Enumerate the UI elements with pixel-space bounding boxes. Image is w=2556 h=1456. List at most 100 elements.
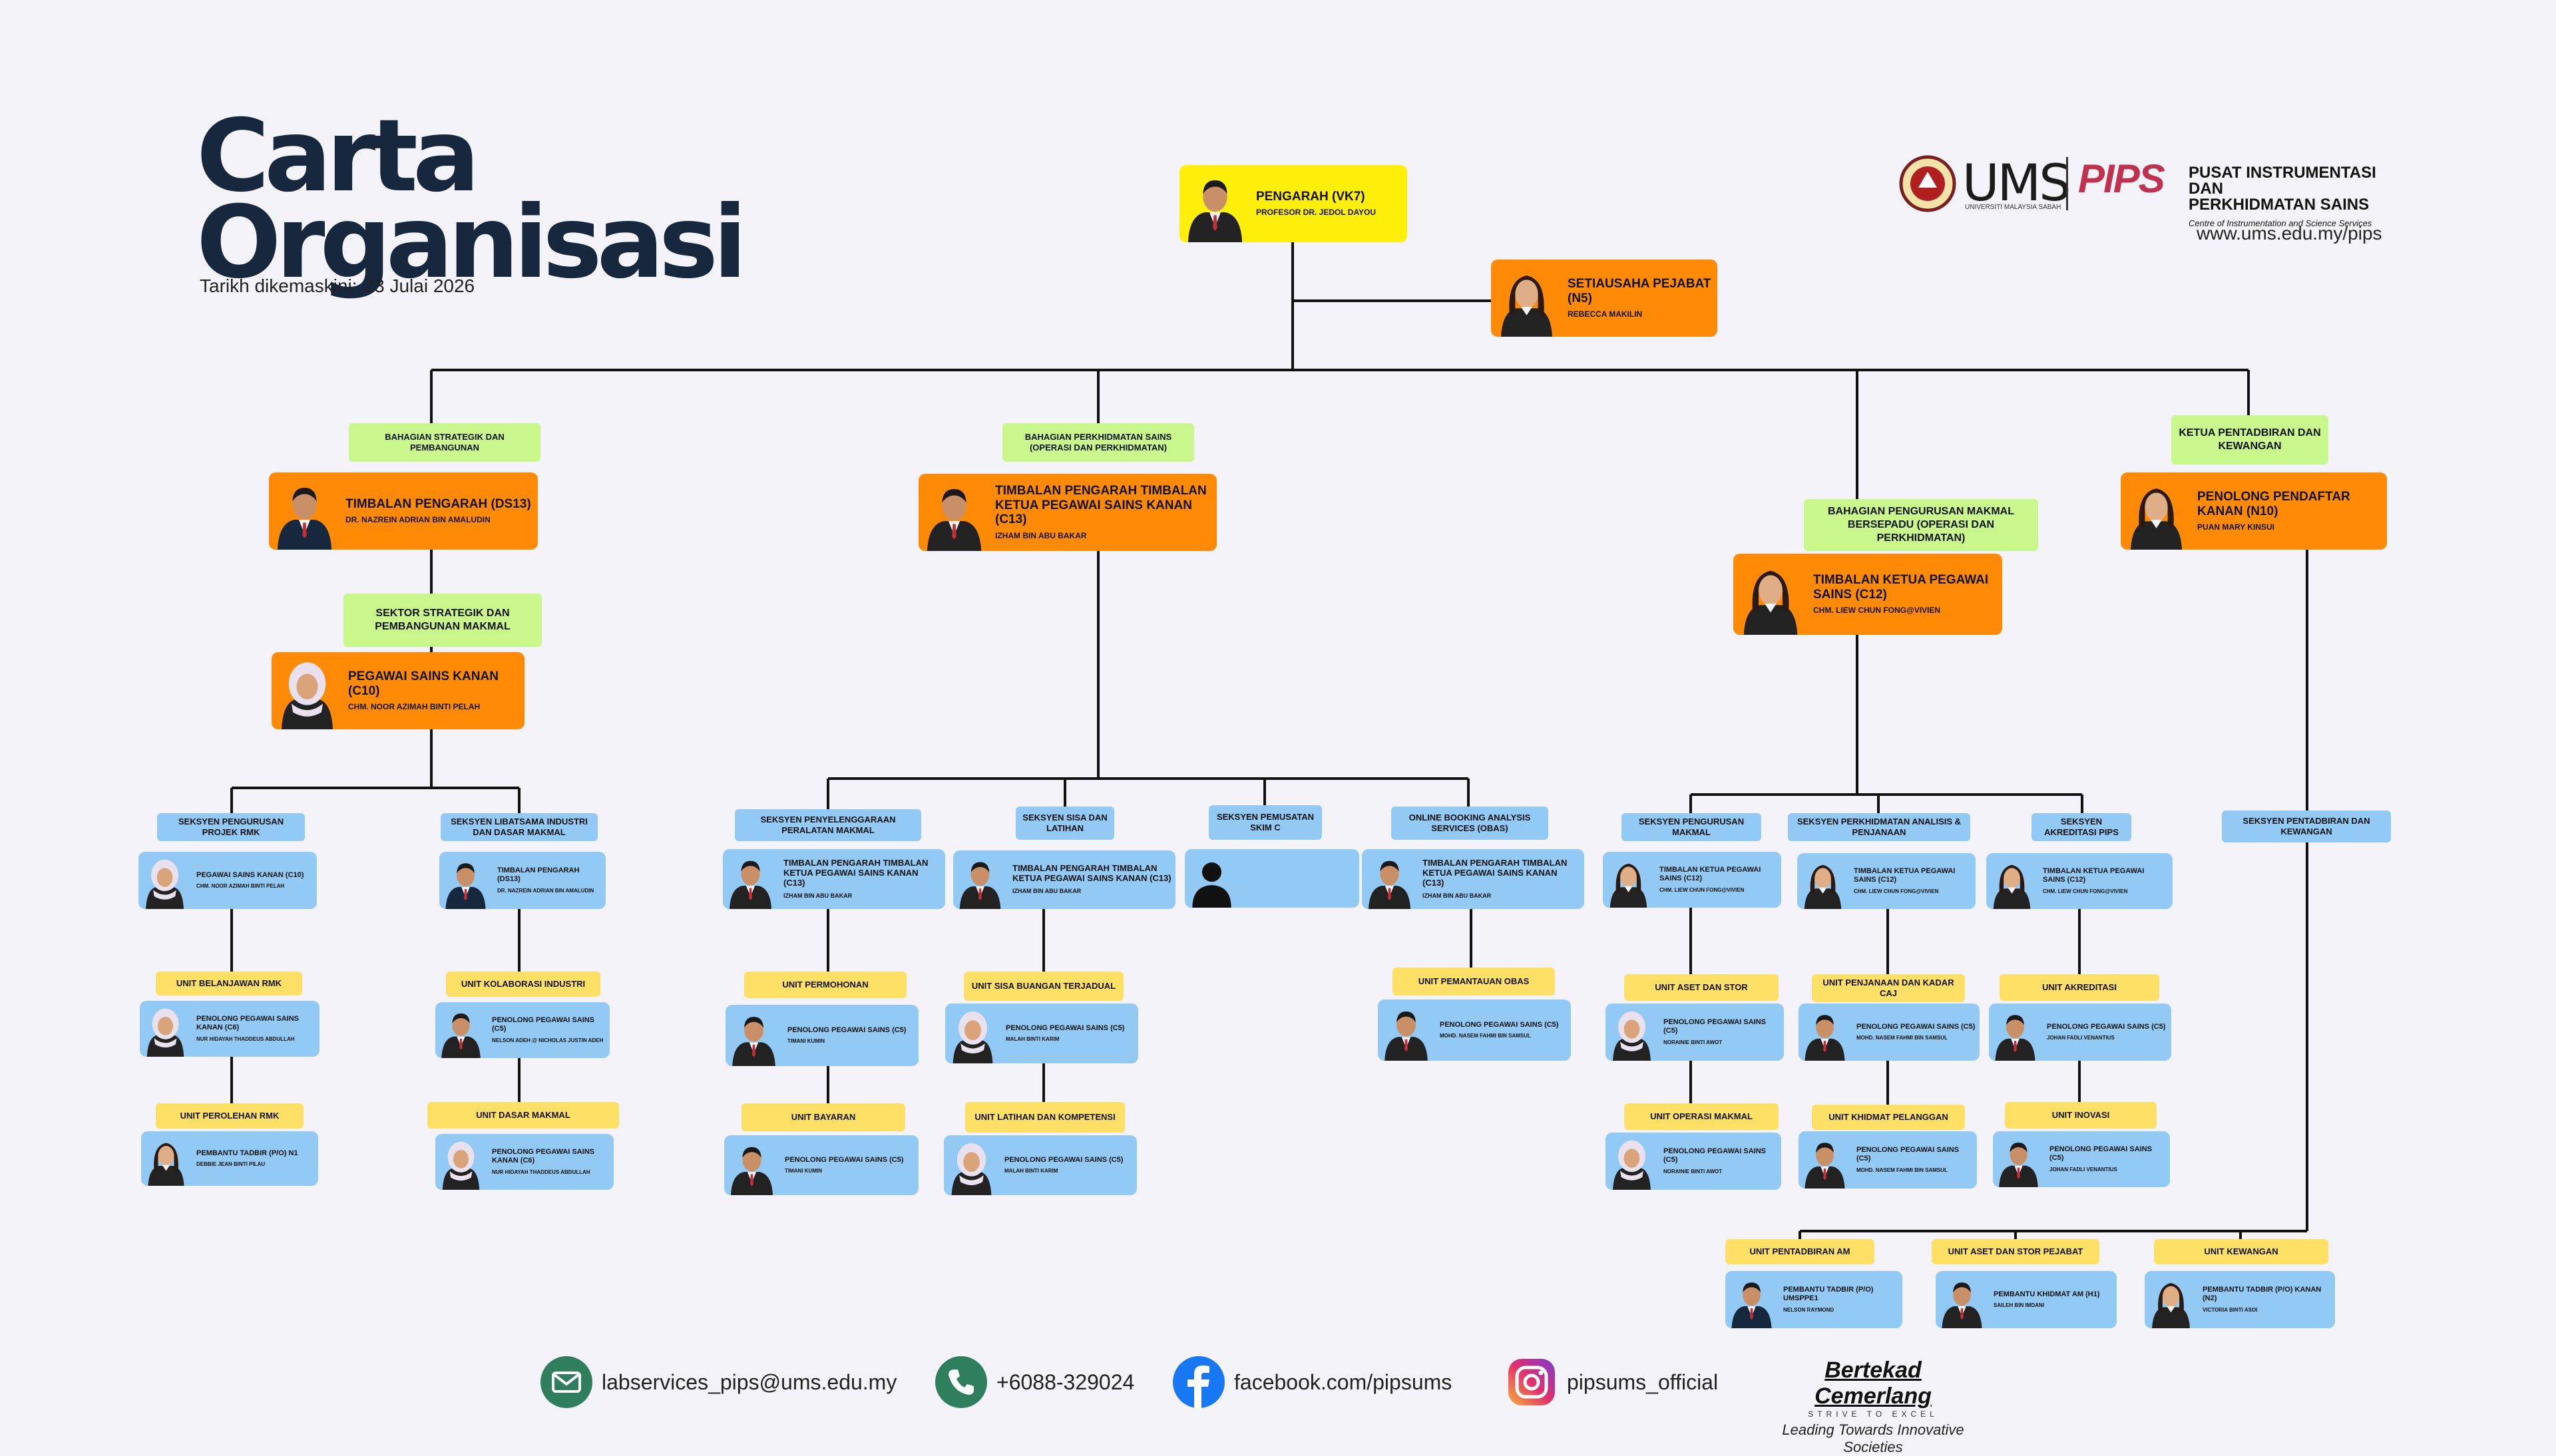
- unit-label-u-asp: UNIT ASET DAN STOR PEJABAT: [1932, 1239, 2099, 1264]
- unit-label-sk-pk: SEKSYEN PENTADBIRAN DAN KEWANGAN: [2222, 811, 2391, 842]
- email-icon: [540, 1356, 592, 1408]
- instagram-text: pipsums_official: [1567, 1369, 1719, 1394]
- person-name: MOHD. NASEM FAHMI BIN SAMSUL: [1856, 1167, 1948, 1173]
- position-title: PENOLONG PEGAWAI SAINS (C5): [492, 1016, 595, 1033]
- position-card-c-skim: [1185, 849, 1359, 908]
- position-card-c-brmk: PENOLONG PEGAWAI SAINS KANAN (C6) NUR HID…: [140, 1001, 320, 1057]
- man-avatar-icon: [1999, 1143, 2038, 1187]
- person-name: IZHAM BIN ABU BAKAR: [1422, 892, 1492, 899]
- unit-label-lbl-bps: BAHAGIAN PERKHIDMATAN SAINS (OPERASI DAN…: [1002, 423, 1194, 462]
- person-name: TIMANI KUMIN: [785, 1168, 822, 1175]
- instagram-icon: [1508, 1359, 1555, 1405]
- person-name: ChM. LIEW CHUN FONG@VIVIEN: [1854, 888, 1939, 894]
- position-card-c-akr2: PENOLONG PEGAWAI SAINS (C5)JOHAN FADLI V…: [1989, 1003, 2171, 1061]
- man-avatar-icon: [1384, 1011, 1428, 1061]
- position-title: PENOLONG PEGAWAI SAINS KANAN (C6): [196, 1015, 300, 1031]
- person-name: NELSON RAYMOND: [1783, 1306, 1834, 1313]
- man-avatar-icon: [729, 860, 772, 909]
- footer-facebook[interactable]: facebook.com/pipsums: [1173, 1356, 1452, 1408]
- position-card-c-pm: TIMBALAN KETUA PEGAWAI SAINS (C12)ChM. L…: [1603, 852, 1781, 908]
- position-title: PENOLONG PEGAWAI SAINS (C5): [1440, 1020, 1559, 1029]
- updated-label: Tarikh dikemaskini:: [200, 275, 357, 296]
- hijab-avatar-icon: [146, 1008, 184, 1057]
- unit-label-sk-sisa: SEKSYEN SISA DAN LATIHAN: [1016, 807, 1114, 840]
- unit-label-u-pobas: UNIT PEMANTAUAN OBAS: [1392, 968, 1555, 996]
- position-card-tp-ds13: TIMBALAN PENGARAH (DS13)DR. NAZREIN ADRI…: [269, 472, 538, 550]
- position-card-c-asp: PEMBANTU KHIDMAT AM (H1)SAILEH BIN IMDAN…: [1936, 1271, 2117, 1328]
- unit-label-sk-pap: SEKSYEN PERKHIDMATAN ANALISIS & PENJANAA…: [1788, 813, 1970, 841]
- position-card-c-obas: TIMBALAN PENGARAH TIMBALAN KETUA PEGAWAI…: [1362, 849, 1584, 909]
- website-link[interactable]: www.ums.edu.my/pips: [2197, 223, 2382, 244]
- person-name: NORAINIE BINTI AWOT: [1663, 1168, 1723, 1175]
- man-avatar-icon: [927, 488, 982, 551]
- unit-label-u-perm: UNIT PERMOHONAN: [744, 972, 907, 998]
- position-card-pengarah: PENGARAH (VK7)PROFESOR DR. JEDOL DAYOU: [1179, 165, 1407, 242]
- unit-label-sk-lib: SEKSYEN LIBATSAMA INDUSTRI DAN DASAR MAK…: [441, 813, 598, 841]
- position-title: TIMBALAN KETUA PEGAWAI SAINS (C12): [1659, 866, 1761, 882]
- person-name: VICTORIA BINTI ASOI: [2203, 1306, 2258, 1313]
- man-avatar-icon: [1995, 1015, 2035, 1061]
- position-title: PEMBANTU TADBIR (P/O) UMSPPE1: [1783, 1286, 1874, 1302]
- position-card-c-kew: PEMBANTU TADBIR (P/O) KANAN (N2)VICTORIA…: [2145, 1271, 2335, 1328]
- position-card-c-pap: TIMBALAN KETUA PEGAWAI SAINS (C12) ChM. L…: [1797, 853, 1976, 909]
- position-card-c-latih: PENOLONG PEGAWAI SAINS (C5)MALAH BINTI K…: [944, 1135, 1137, 1195]
- position-title: TIMBALAN KETUA PEGAWAI SAINS (C12): [2043, 867, 2145, 884]
- facebook-text: facebook.com/pipsums: [1234, 1369, 1452, 1394]
- updated-value: 23 Julai 2026: [363, 275, 475, 296]
- position-title: PENOLONG PEGAWAI SAINS (C5): [1006, 1023, 1125, 1032]
- hijab-avatar-icon: [1613, 1140, 1651, 1190]
- unit-label-sk-skim: SEKSYEN PEMUSATAN SKIM C: [1209, 805, 1322, 840]
- phone-icon: [935, 1356, 987, 1408]
- position-title: TIMBALAN KETUA PEGAWAI SAINS (C12): [1854, 867, 1956, 884]
- person-name: NELSON ADEH @ NICHOLAS JUSTIN ADEH: [492, 1037, 604, 1043]
- woman-avatar-icon: [2152, 1283, 2190, 1328]
- person-name: JOHAN FADLI VENANTIUS: [2049, 1166, 2117, 1173]
- position-title: PEMBANTU KHIDMAT AM (H1): [1994, 1290, 2100, 1298]
- person-name: DR. NAZREIN ADRIAN BIN AMALUDIN: [345, 515, 491, 525]
- ums-crest-icon: [1899, 155, 1956, 212]
- person-name: TIMANI KUMIN: [787, 1038, 825, 1045]
- person-name: MOHD. NASEM FAHMI BIN SAMSUL: [1440, 1033, 1531, 1039]
- position-title: TIMBALAN PENGARAH TIMBALAN KETUA PEGAWAI…: [783, 857, 929, 888]
- position-card-c-sisa2: PENOLONG PEGAWAI SAINS (C5) MALAH BINTI K…: [945, 1003, 1138, 1063]
- position-card-c-bayar: PENOLONG PEGAWAI SAINS (C5)TIMANI KUMIN: [724, 1135, 919, 1195]
- person-name: JOHAN FADLI VENANTIUS: [2047, 1035, 2115, 1041]
- position-card-setiausaha: SETIAUSAHA PEJABAT (N5)REBECCA MAKILIN: [1491, 260, 1717, 337]
- woman-avatar-icon: [1500, 275, 1553, 337]
- unit-label-sk-akr: SEKSYEN AKREDITASI PIPS: [2031, 813, 2131, 841]
- man-avatar-icon: [441, 1013, 481, 1058]
- person-name: NUR HIDAYAH THADDEUS ABDULLAH: [196, 1035, 295, 1042]
- position-title: PENOLONG PEGAWAI SAINS (C5): [2049, 1145, 2153, 1162]
- position-card-c-inov: PENOLONG PEGAWAI SAINS (C5) JOHAN FADLI V…: [1993, 1131, 2170, 1187]
- tagline-en: Leading Towards Innovative Societies: [1782, 1421, 1964, 1455]
- pips-logo: PIPS: [2078, 156, 2165, 201]
- position-card-tp-c13: TIMBALAN PENGARAH TIMBALAN KETUA PEGAWAI…: [919, 474, 1217, 551]
- footer-email[interactable]: labservices_pips@ums.edu.my: [540, 1356, 897, 1408]
- position-card-c-akr: TIMBALAN KETUA PEGAWAI SAINS (C12)ChM. L…: [1986, 853, 2173, 909]
- unit-label-lbl-kpk: KETUA PENTADBIRAN DAN KEWANGAN: [2171, 415, 2328, 464]
- unit-label-u-kol: UNIT KOLABORASI INDUSTRI: [446, 972, 600, 997]
- logo-divider: [2066, 157, 2068, 210]
- person-name: MALAH BINTI KARIM: [1006, 1036, 1060, 1043]
- position-title: PEGAWAI SAINS KANAN (C10): [196, 870, 304, 879]
- unit-label-u-pkc: UNIT PENJANAAN DAN KADAR CAJ: [1812, 974, 1965, 1002]
- footer-instagram[interactable]: pipsums_official: [1506, 1356, 1718, 1408]
- position-card-c-aset: PENOLONG PEGAWAI SAINS (C5)NORAINIE BINT…: [1605, 1003, 1784, 1061]
- position-title: TIMBALAN PENGARAH TIMBALAN KETUA PEGAWAI…: [1012, 863, 1172, 884]
- position-title: TIMBALAN PENGARAH TIMBALAN KETUA PEGAWAI…: [1422, 857, 1568, 888]
- title-line-2: Organisasi: [196, 185, 747, 301]
- woman-avatar-icon: [1743, 570, 1798, 635]
- unit-label-u-brmk: UNIT BELANJAWAN RMK: [156, 972, 302, 996]
- man-avatar-icon: [1187, 180, 1243, 242]
- position-title: SETIAUSAHA PEJABAT (N5): [1568, 276, 1711, 305]
- position-title: TIMBALAN PENGARAH (DS13): [497, 866, 580, 883]
- footer-phone[interactable]: +6088-329024: [935, 1356, 1134, 1408]
- ums-subtitle: UNIVERSITI MALAYSIA SABAH: [1965, 204, 2061, 211]
- unit-label-u-om: UNIT OPERASI MAKMAL: [1624, 1103, 1779, 1130]
- person-name: MOHD. NASEM FAHMI BIN SAMSUL: [1856, 1035, 1948, 1041]
- email-text: labservices_pips@ums.edu.my: [602, 1369, 897, 1394]
- person-name: IZHAM BIN ABU BAKAR: [995, 531, 1087, 541]
